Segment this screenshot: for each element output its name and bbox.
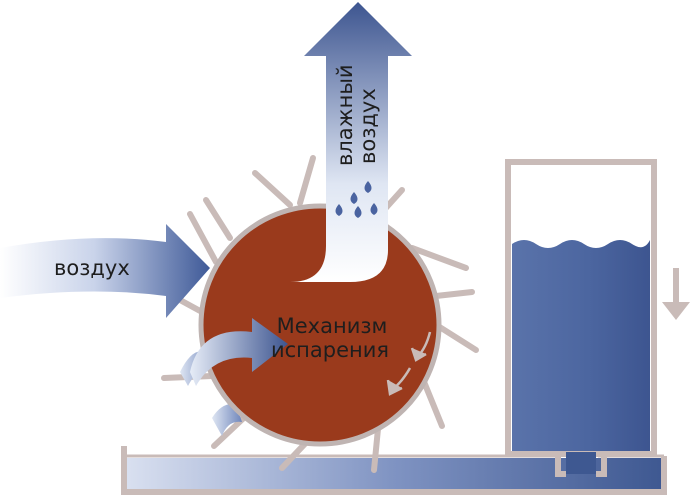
water-droplets	[335, 181, 378, 218]
air-inlet-arrow	[0, 224, 210, 318]
droplet-icon	[335, 204, 343, 216]
tank-wall	[505, 159, 657, 457]
tray-frame	[121, 446, 667, 495]
droplet-icon	[354, 206, 362, 218]
droplet-icon	[370, 203, 378, 215]
humid-air-label-line1: влажный	[333, 64, 357, 166]
mechanism-label-line1: Механизм	[277, 314, 388, 338]
inner-flow-arrow	[190, 318, 288, 386]
humid-air-arrow	[290, 2, 412, 282]
airflow-small-2	[212, 403, 242, 436]
tank-valve	[566, 452, 596, 474]
air-inlet-label: воздух	[54, 256, 130, 280]
rotation-arrows	[386, 331, 432, 396]
mechanism-label-line2: испарения	[271, 338, 389, 362]
droplet-icon	[364, 181, 372, 193]
water-tank	[505, 159, 657, 477]
tank-valve-frame	[555, 454, 607, 477]
water-level-down-arrow	[662, 268, 690, 320]
droplet-icon	[350, 192, 358, 204]
humid-air-label-line2: воздух	[356, 88, 380, 164]
tank-water	[512, 240, 650, 452]
